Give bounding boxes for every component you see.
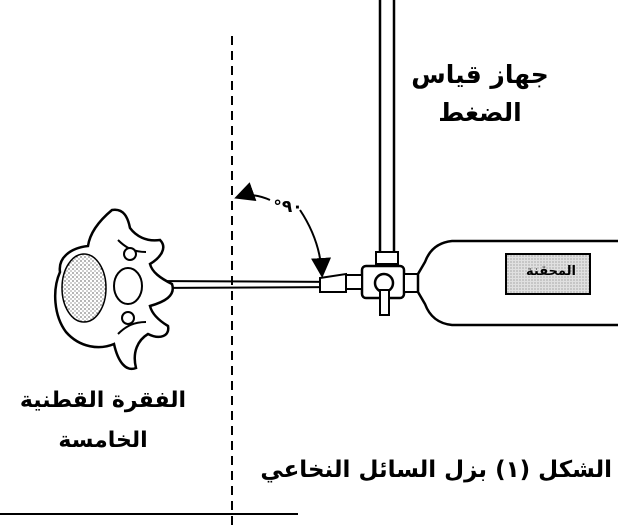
syringe-label: المحقنة	[526, 264, 576, 279]
manometer-tube	[375, 0, 399, 265]
vertebra-label-line2: الخامسة	[58, 428, 148, 453]
syringe-body	[416, 239, 618, 327]
pressure-gauge-label-line1: جهاز قياس	[411, 60, 549, 89]
pressure-gauge-label-line2: الضغط	[438, 98, 522, 127]
stopcock	[345, 264, 419, 316]
vertebra-illustration	[54, 208, 175, 371]
figure-caption: الشكل (١) بزل السائل النخاعي	[260, 457, 612, 483]
vertebra-label: الفقرة القطنية الخامسة	[8, 381, 198, 461]
angle-arc-top	[234, 182, 271, 202]
pressure-gauge-label: جهاز قياس الضغط	[405, 56, 555, 132]
angle-arc	[299, 209, 332, 278]
vertebra-label-line1: الفقرة القطنية	[19, 388, 187, 413]
angle-label: °٩٠	[273, 197, 303, 217]
spinal-needle	[149, 272, 347, 293]
